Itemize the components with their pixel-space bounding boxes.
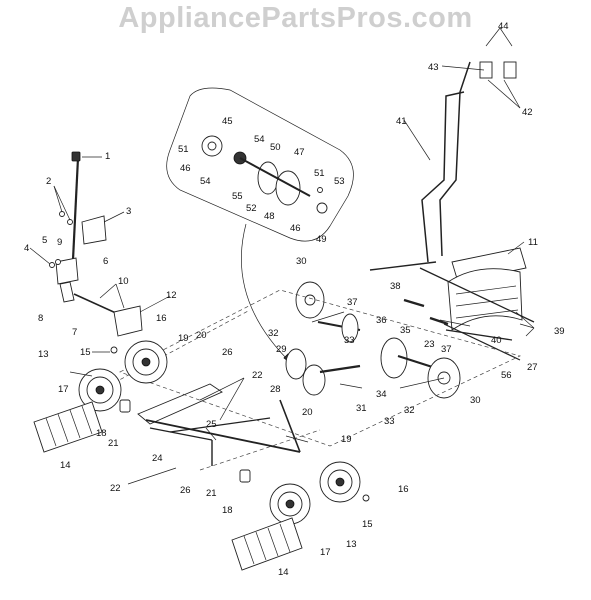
callout-36: 36 — [376, 315, 387, 326]
callout-21b: 21 — [206, 488, 217, 499]
callout-22: 22 — [252, 370, 263, 381]
callout-32b: 32 — [404, 405, 415, 416]
callout-30b: 30 — [470, 395, 481, 406]
watermark-logo: AppliancePartsPros.com — [118, 2, 473, 34]
callout-40: 40 — [491, 335, 502, 346]
callout-9: 9 — [57, 237, 62, 248]
callout-46: 46 — [180, 163, 191, 174]
callout-25: 25 — [206, 419, 217, 430]
callout-20: 20 — [196, 330, 207, 341]
callout-11: 11 — [528, 237, 538, 248]
callout-19b: 19 — [341, 434, 352, 445]
sprocket-wheel-left — [78, 368, 122, 412]
callout-13b: 13 — [346, 539, 357, 550]
track-tread-upper — [33, 401, 103, 453]
callout-12: 12 — [166, 290, 177, 301]
shift-lever-assembly — [49, 151, 143, 337]
callout-31: 31 — [356, 403, 367, 414]
callout-labels: 1 2 3 4 5 9 6 8 7 10 12 16 20 19 26 15 1… — [24, 21, 565, 578]
callout-17: 17 — [58, 384, 69, 395]
callout-16b: 16 — [398, 484, 409, 495]
callout-43: 43 — [428, 62, 439, 73]
callout-54b: 54 — [200, 176, 211, 187]
callout-2: 2 — [46, 176, 51, 187]
frame-assembly — [137, 383, 301, 466]
callout-15b: 15 — [362, 519, 373, 530]
callout-8: 8 — [38, 313, 43, 324]
callout-41: 41 — [396, 116, 407, 127]
callout-54: 54 — [254, 134, 265, 145]
callout-5: 5 — [42, 235, 47, 246]
callout-44: 44 — [498, 21, 509, 32]
callout-42: 42 — [522, 107, 533, 118]
callout-26b: 26 — [180, 485, 191, 496]
drum-housing — [419, 247, 535, 341]
callout-52: 52 — [246, 203, 257, 214]
callout-37: 37 — [347, 297, 358, 308]
sprocket-wheel-lower — [269, 483, 311, 525]
callout-55: 55 — [232, 191, 243, 202]
callout-35: 35 — [400, 325, 411, 336]
callout-39: 39 — [554, 326, 565, 337]
sprocket-wheel-upper-left — [124, 340, 168, 384]
callout-29: 29 — [276, 344, 287, 355]
callout-56: 56 — [501, 370, 512, 381]
track-tread-lower — [231, 517, 303, 571]
callout-48: 48 — [264, 211, 275, 222]
callout-33b: 33 — [384, 416, 395, 427]
callout-28: 28 — [270, 384, 281, 395]
callout-47: 47 — [294, 147, 305, 158]
callout-33: 33 — [344, 335, 355, 346]
callout-15: 15 — [80, 347, 91, 358]
callout-7: 7 — [72, 327, 77, 338]
callout-17b: 17 — [320, 547, 331, 558]
callout-53: 53 — [334, 176, 345, 187]
callout-27: 27 — [527, 362, 538, 373]
callout-3: 3 — [126, 206, 131, 217]
callout-14b: 14 — [278, 567, 289, 578]
callout-18: 18 — [96, 428, 107, 439]
callout-18b: 18 — [222, 505, 233, 516]
callout-24: 24 — [152, 453, 163, 464]
callout-30: 30 — [296, 256, 307, 267]
callout-14: 14 — [60, 460, 71, 471]
callout-16: 16 — [156, 313, 167, 324]
callout-22b: 22 — [110, 483, 121, 494]
callout-23: 23 — [424, 339, 435, 350]
gear-cluster-detail — [166, 87, 354, 242]
leader-lines — [29, 27, 535, 485]
callout-49: 49 — [316, 234, 327, 245]
callout-50: 50 — [270, 142, 281, 153]
sprocket-wheel-lower-right — [319, 461, 361, 503]
callout-19: 19 — [178, 333, 189, 344]
callout-13: 13 — [38, 349, 49, 360]
callout-37b: 37 — [441, 344, 452, 355]
callout-34: 34 — [376, 389, 387, 400]
callout-6: 6 — [103, 256, 108, 267]
callout-45: 45 — [222, 116, 233, 127]
callout-4: 4 — [24, 243, 29, 254]
handle-bars — [369, 61, 517, 271]
callout-20b: 20 — [302, 407, 313, 418]
callout-1: 1 — [105, 151, 110, 162]
callout-32: 32 — [268, 328, 279, 339]
callout-38: 38 — [390, 281, 401, 292]
callout-51: 51 — [178, 144, 189, 155]
callout-51b: 51 — [314, 168, 325, 179]
callout-21: 21 — [108, 438, 119, 449]
callout-46b: 46 — [290, 223, 301, 234]
callout-10: 10 — [118, 276, 129, 287]
callout-26: 26 — [222, 347, 233, 358]
